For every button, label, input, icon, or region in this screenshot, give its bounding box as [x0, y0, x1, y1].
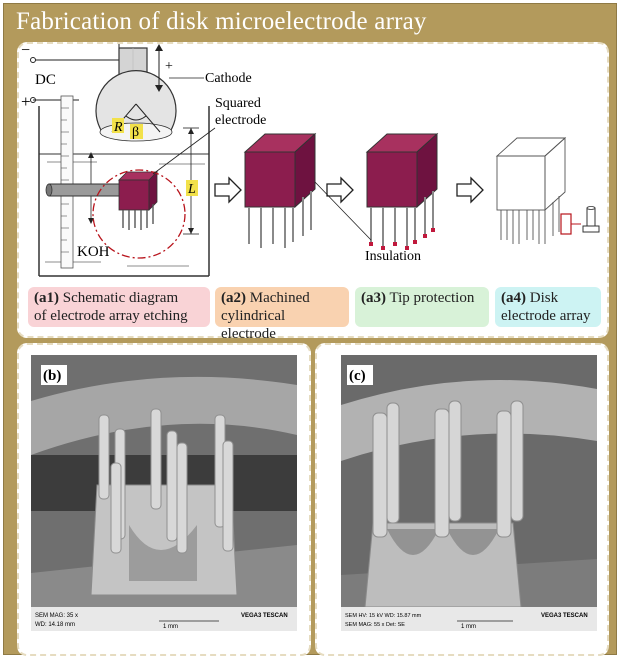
panel-c: SEM HV: 15 kV WD: 15.87 mm SEM MAG: 55 x…	[315, 343, 609, 656]
caption-a1-line1: Schematic diagram	[59, 290, 179, 306]
sem-c-scale: 1 mm	[461, 624, 476, 630]
holder-rod	[48, 183, 122, 197]
sem-pillars-b	[98, 408, 234, 554]
sem-c-info-line1: SEM HV: 15 kV WD: 15.87 mm	[345, 613, 422, 619]
l-highlight	[186, 180, 198, 196]
sem-base-hollow-1	[387, 529, 439, 555]
sem-image-c: SEM HV: 15 kV WD: 15.87 mm SEM MAG: 55 x…	[341, 355, 597, 631]
holder-rod-end	[45, 183, 53, 197]
panel-b: SEM MAG: 35 x WD: 14.18 mm 1 mm VEGA3 TE…	[17, 343, 311, 656]
beta-highlight	[130, 124, 143, 139]
dc-label: DC	[35, 72, 56, 88]
caption-a4: (a4) Disk electrode array	[495, 287, 601, 327]
sem-image-b: SEM MAG: 35 x WD: 14.18 mm 1 mm VEGA3 TE…	[31, 355, 297, 631]
small-cube-side	[148, 171, 158, 211]
beta-label: β	[132, 125, 139, 140]
sem-c-info-line2: SEM MAG: 55 x Det: SE	[345, 622, 405, 628]
process-arrow-2	[326, 176, 354, 204]
caption-a3: (a3) Tip protection	[355, 287, 489, 327]
minus-sign: −	[21, 44, 30, 59]
panel-schematic: − DC + R β Cathode +	[17, 42, 609, 342]
ruler	[60, 95, 74, 269]
squared-label-line1: Squared	[215, 96, 261, 111]
l-arrow-up	[188, 128, 194, 134]
caption-a2: (a2) Machined cylindrical electrode	[215, 287, 349, 342]
caption-a2-tag: (a2)	[221, 290, 246, 306]
motion-plus-label: +	[165, 59, 173, 74]
process-arrow-3	[456, 176, 484, 204]
ruler-ticks	[61, 107, 69, 253]
figure-frame: Fabrication of disk microelectrode array…	[3, 3, 617, 656]
label-c: (c)	[349, 368, 366, 384]
small-cube-pins	[122, 204, 154, 230]
schematic-diagram: − DC + R β Cathode +	[21, 44, 600, 277]
caption-a3-tag: (a3)	[361, 290, 386, 306]
sem-base-hollow-2	[447, 529, 499, 555]
r-highlight	[112, 118, 124, 133]
sem-c-brand: VEGA3 TESCAN	[541, 613, 588, 619]
squared-leader	[152, 127, 216, 175]
figure-title: Fabrication of disk microelectrode array	[16, 8, 427, 35]
caption-a4-line1: Disk	[526, 290, 559, 306]
r-label: R	[113, 120, 123, 135]
caption-a1-tag: (a1)	[34, 290, 59, 306]
sem-pillars-c	[372, 400, 524, 538]
caption-a3-line1: Tip protection	[386, 290, 475, 306]
label-b-box	[41, 365, 67, 385]
sem-b-info-line2: WD: 14.18 mm	[35, 622, 75, 628]
plus-sign: +	[21, 92, 31, 111]
sem-info-bar	[31, 607, 297, 631]
squared-label-line2: electrode	[215, 113, 266, 128]
caption-a4-line2: electrode array	[501, 308, 591, 324]
process-arrow-1	[214, 176, 242, 204]
tip-protected-electrode	[365, 132, 439, 250]
disk-detail-box	[560, 213, 572, 235]
machined-electrode	[243, 132, 317, 248]
label-c-box	[347, 365, 373, 385]
caption-a1: (a1) Schematic diagram of electrode arra…	[28, 287, 210, 327]
motion-arrow-head-down	[155, 85, 163, 92]
l-arrow-down	[188, 228, 194, 234]
small-cube-front	[118, 179, 150, 211]
label-b: (b)	[43, 368, 61, 384]
insulation-label: Insulation	[365, 249, 421, 264]
cathode-radius-line-2	[135, 103, 161, 133]
koh-label: KOH	[77, 244, 110, 260]
motion-arrow-head-up	[155, 44, 163, 51]
cathode-sphere	[95, 70, 177, 131]
sem-base-hollow	[129, 525, 197, 581]
insulation-leader	[314, 181, 372, 241]
ruler-arrow-head-up	[88, 152, 94, 158]
disk-electrode-array	[495, 136, 567, 244]
caption-a4-tag: (a4)	[501, 290, 526, 306]
sem-substrate-rim	[31, 376, 297, 455]
sem-substrate-rim	[341, 380, 597, 461]
l-label: L	[187, 182, 196, 197]
sem-b-scale: 1 mm	[163, 624, 178, 630]
single-disk-electrode	[582, 206, 600, 233]
beta-arc	[125, 115, 147, 121]
caption-a1-line2: of electrode array etching	[34, 308, 188, 324]
caption-a2-line2: cylindrical electrode	[221, 308, 286, 342]
negative-terminal	[30, 57, 36, 63]
ruler-arrow-head-down	[88, 218, 94, 224]
caption-a2-line1: Machined	[246, 290, 310, 306]
etching-field-ellipse	[92, 169, 186, 259]
sem-info-bar	[341, 607, 597, 631]
cathode-label: Cathode	[205, 71, 252, 86]
sem-b-brand: VEGA3 TESCAN	[241, 613, 288, 619]
sem-b-info-line1: SEM MAG: 35 x	[35, 613, 78, 619]
